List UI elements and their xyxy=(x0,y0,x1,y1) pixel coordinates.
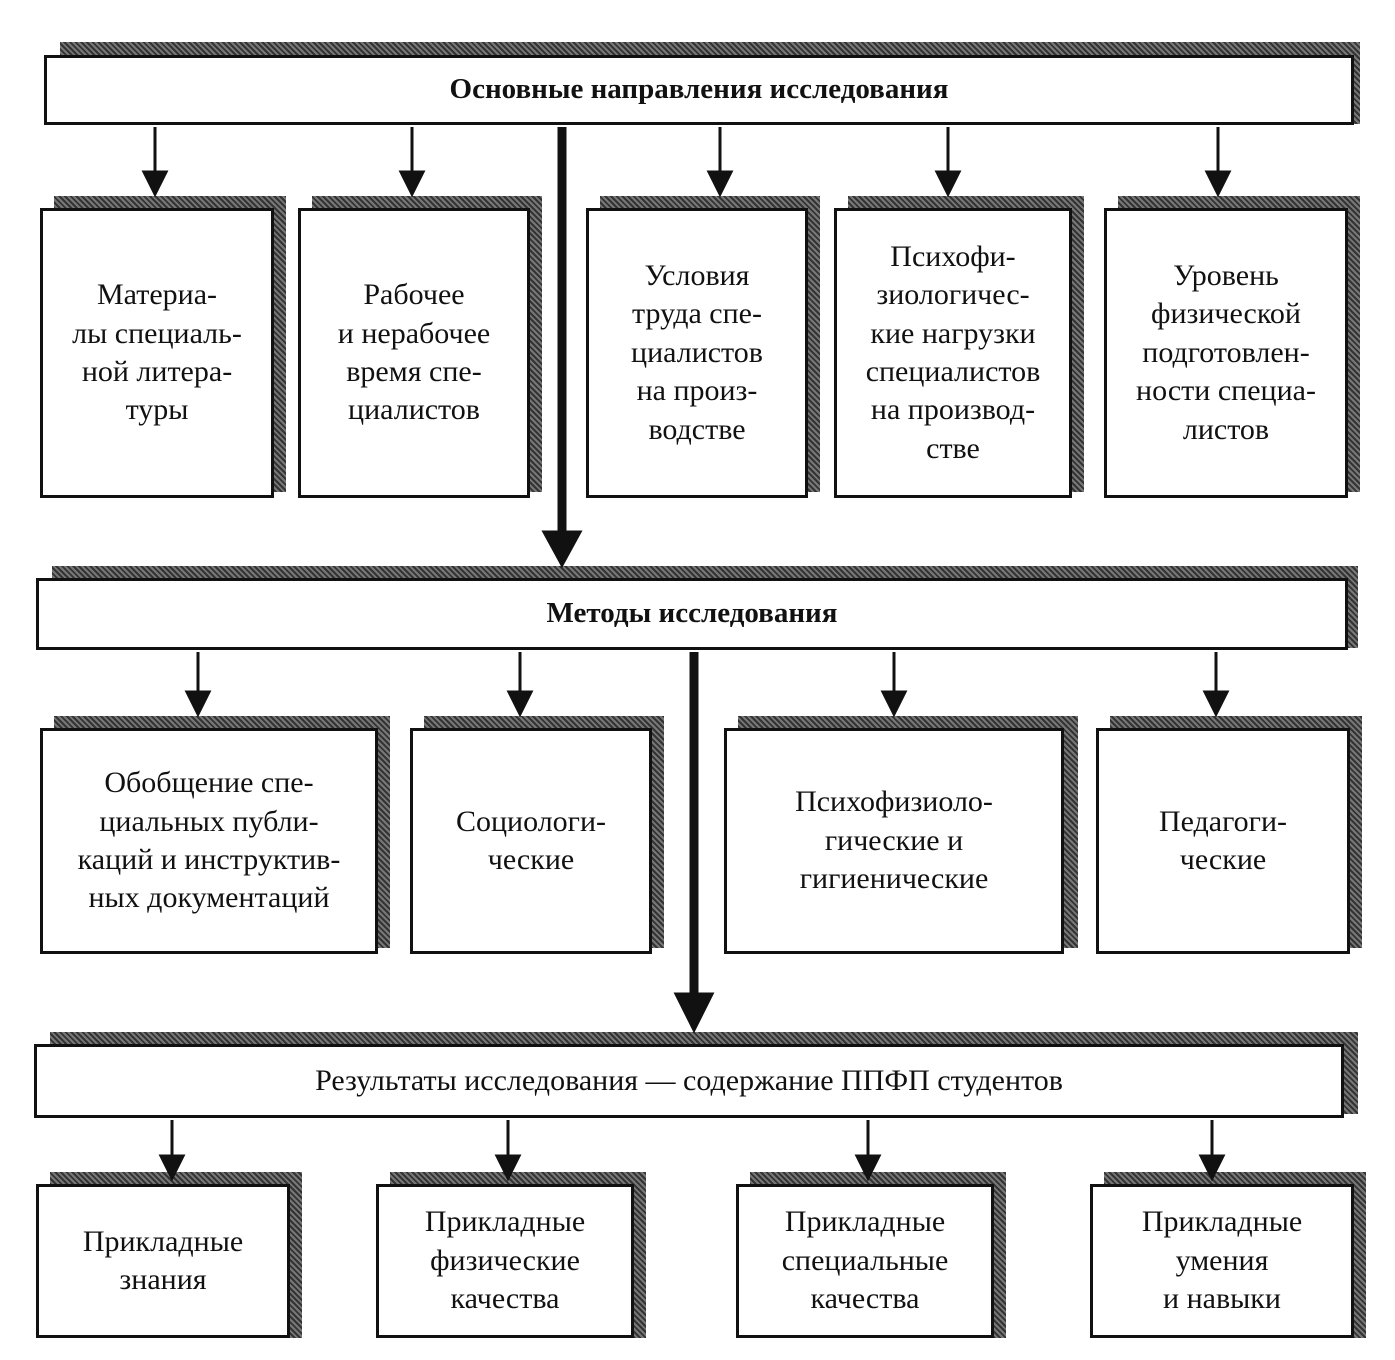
result-box-physical-qualities: Прикладные физические качества xyxy=(376,1184,634,1338)
direction-label: Материа- лы специаль- ной литера- туры xyxy=(72,278,242,427)
arrowhead xyxy=(673,992,715,1034)
result-label: Прикладные специальные качества xyxy=(781,1205,949,1316)
arrowhead xyxy=(1202,690,1230,718)
direction-box-literature: Материа- лы специаль- ной литера- туры xyxy=(40,208,274,498)
arrowhead xyxy=(184,690,212,718)
arrowhead xyxy=(494,1154,522,1182)
direction-box-psychophysiological-loads: Психофи- зиологичес- кие нагрузки специа… xyxy=(834,208,1072,498)
arrowhead xyxy=(141,170,169,198)
directions-header: Основные направления исследования xyxy=(44,55,1354,125)
arrowhead xyxy=(541,530,583,569)
method-label: Социологи- ческие xyxy=(455,804,607,876)
arrowhead xyxy=(1204,170,1232,198)
method-label: Психофизиоло- гические и гигиенические xyxy=(795,785,993,896)
method-label: Обобщение спе- циальных публи- каций и и… xyxy=(77,766,341,915)
arrowhead xyxy=(854,1154,882,1182)
arrowhead xyxy=(506,690,534,718)
methods-header-label: Методы исследования xyxy=(546,597,838,630)
direction-box-working-time: Рабочее и нерабочее время спе- циалистов xyxy=(298,208,530,498)
result-label: Прикладные знания xyxy=(82,1224,244,1296)
arrowhead xyxy=(398,170,426,198)
result-box-skills: Прикладные умения и навыки xyxy=(1090,1184,1354,1338)
method-box-pedagogical: Педагоги- ческие xyxy=(1096,728,1350,954)
result-label: Прикладные умения и навыки xyxy=(1141,1205,1303,1316)
direction-box-work-conditions: Условия труда спе- циалистов на произ- в… xyxy=(586,208,808,498)
arrowhead xyxy=(934,170,962,198)
methods-header: Методы исследования xyxy=(36,578,1348,650)
method-box-publications: Обобщение спе- циальных публи- каций и и… xyxy=(40,728,378,954)
results-header-label: Результаты исследования — содержание ППФ… xyxy=(315,1063,1063,1097)
direction-label: Рабочее и нерабочее время спе- циалистов xyxy=(337,278,491,427)
result-box-special-qualities: Прикладные специальные качества xyxy=(736,1184,994,1338)
arrowhead xyxy=(158,1154,186,1182)
method-box-sociological: Социологи- ческие xyxy=(410,728,652,954)
method-box-psychophysiological: Психофизиоло- гические и гигиенические xyxy=(724,728,1064,954)
arrowhead xyxy=(1198,1154,1226,1182)
direction-label: Условия труда спе- циалистов на произ- в… xyxy=(631,259,763,446)
result-box-knowledge: Прикладные знания xyxy=(36,1184,290,1338)
direction-label: Психофи- зиологичес- кие нагрузки специа… xyxy=(865,239,1041,465)
arrowhead xyxy=(706,170,734,198)
method-label: Педагоги- ческие xyxy=(1158,804,1288,876)
result-label: Прикладные физические качества xyxy=(424,1205,586,1316)
direction-label: Уровень физической подготовлен- ности сп… xyxy=(1136,259,1316,446)
results-header: Результаты исследования — содержание ППФ… xyxy=(34,1044,1344,1118)
arrowhead xyxy=(880,690,908,718)
directions-header-label: Основные направления исследования xyxy=(449,73,949,106)
direction-box-physical-fitness: Уровень физической подготовлен- ности сп… xyxy=(1104,208,1348,498)
